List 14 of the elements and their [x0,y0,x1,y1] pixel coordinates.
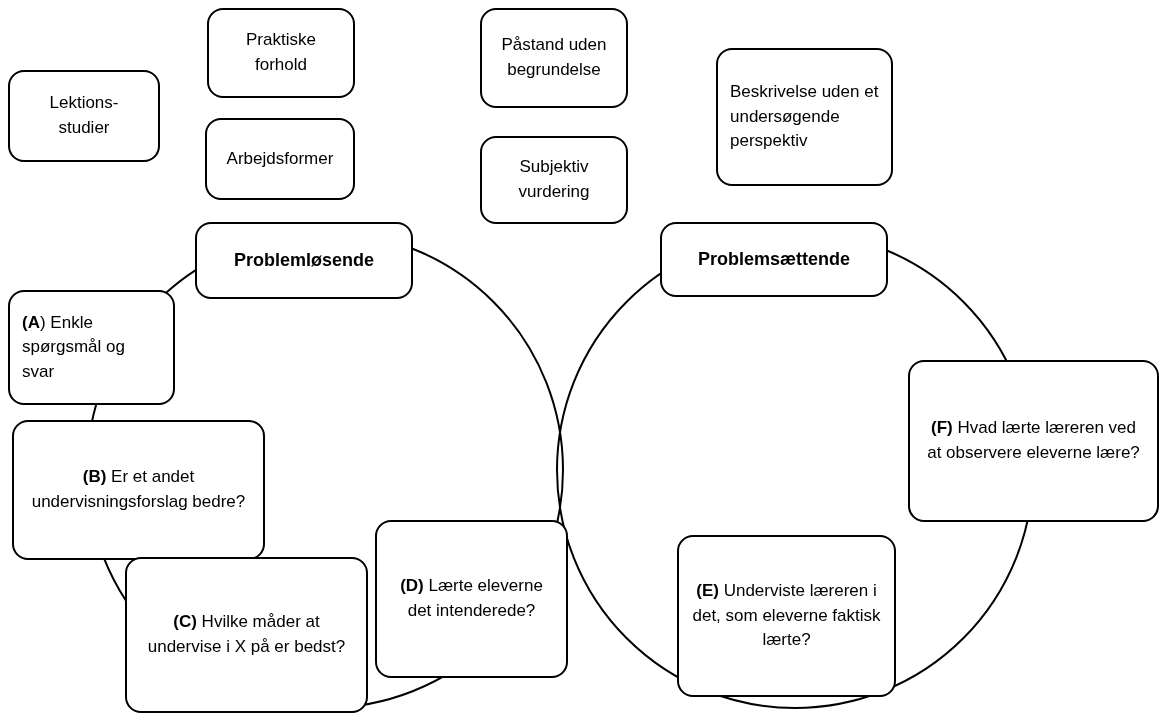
text-box: (A) Enkle spørgsmål og svar [8,290,175,405]
heading-box: Problemløsende [195,222,413,299]
text-box: Påstand uden begrundelse [480,8,628,108]
text-box: Lektions- studier [8,70,160,162]
text-box: (D) Lærte eleverne det intenderede? [375,520,568,678]
text-box: Subjektiv vurdering [480,136,628,224]
text-box: Beskrivelse uden et undersøgende perspektiv [716,48,893,186]
text-box: (F) Hvad lærte læreren ved at observere eleverne lære? [908,360,1159,522]
text-box: Praktiske forhold [207,8,355,98]
text-box: Arbejdsformer [205,118,355,200]
text-box: (C) Hvilke måder at undervise i X på er bedst? [125,557,368,713]
text-box: (E) Underviste læreren i det, som eleverne faktisk lærte? [677,535,896,697]
text-box: (B) Er et andet undervisningsforslag bedre? [12,420,265,560]
heading-box: Problemsættende [660,222,888,297]
